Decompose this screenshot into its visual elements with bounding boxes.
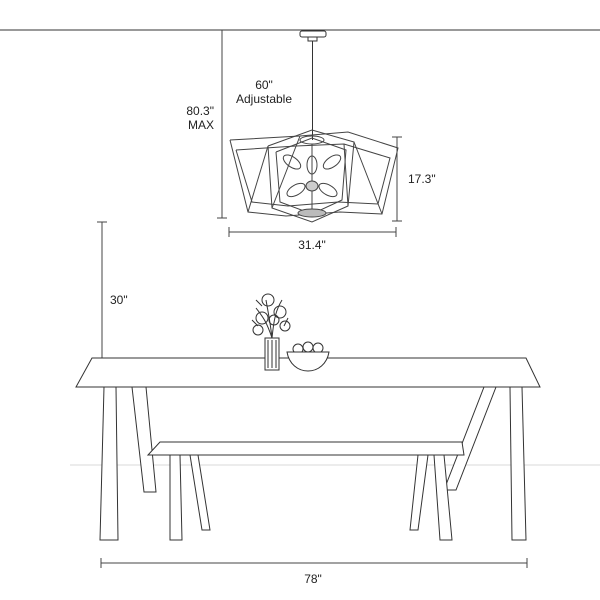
max-height-label: 80.3" MAX: [160, 104, 214, 132]
fixture-width-label: 31.4": [298, 238, 326, 252]
vase-with-flowers: [251, 293, 291, 371]
max-height-value: 80.3": [186, 104, 214, 118]
max-height-suffix: MAX: [187, 118, 214, 132]
chain-length-label: 60" Adjustable: [236, 78, 292, 106]
table-height-label: 30": [110, 293, 128, 307]
table-length-dimension: [100, 558, 528, 568]
table: [75, 357, 541, 541]
bench: [146, 441, 465, 541]
chandelier-canopy-and-rod: [299, 30, 327, 140]
fruit-bowl: [286, 341, 330, 372]
fixture-width-dimension: [228, 227, 397, 237]
table-length-label: 78": [304, 572, 322, 586]
chandelier-fixture: [229, 129, 399, 223]
max-height-dimension: [217, 30, 227, 219]
chain-adjustable-text: Adjustable: [235, 92, 293, 106]
fixture-height-label: 17.3": [408, 172, 436, 186]
fixture-height-dimension: [392, 136, 402, 222]
chain-length-value: 60": [255, 78, 273, 92]
